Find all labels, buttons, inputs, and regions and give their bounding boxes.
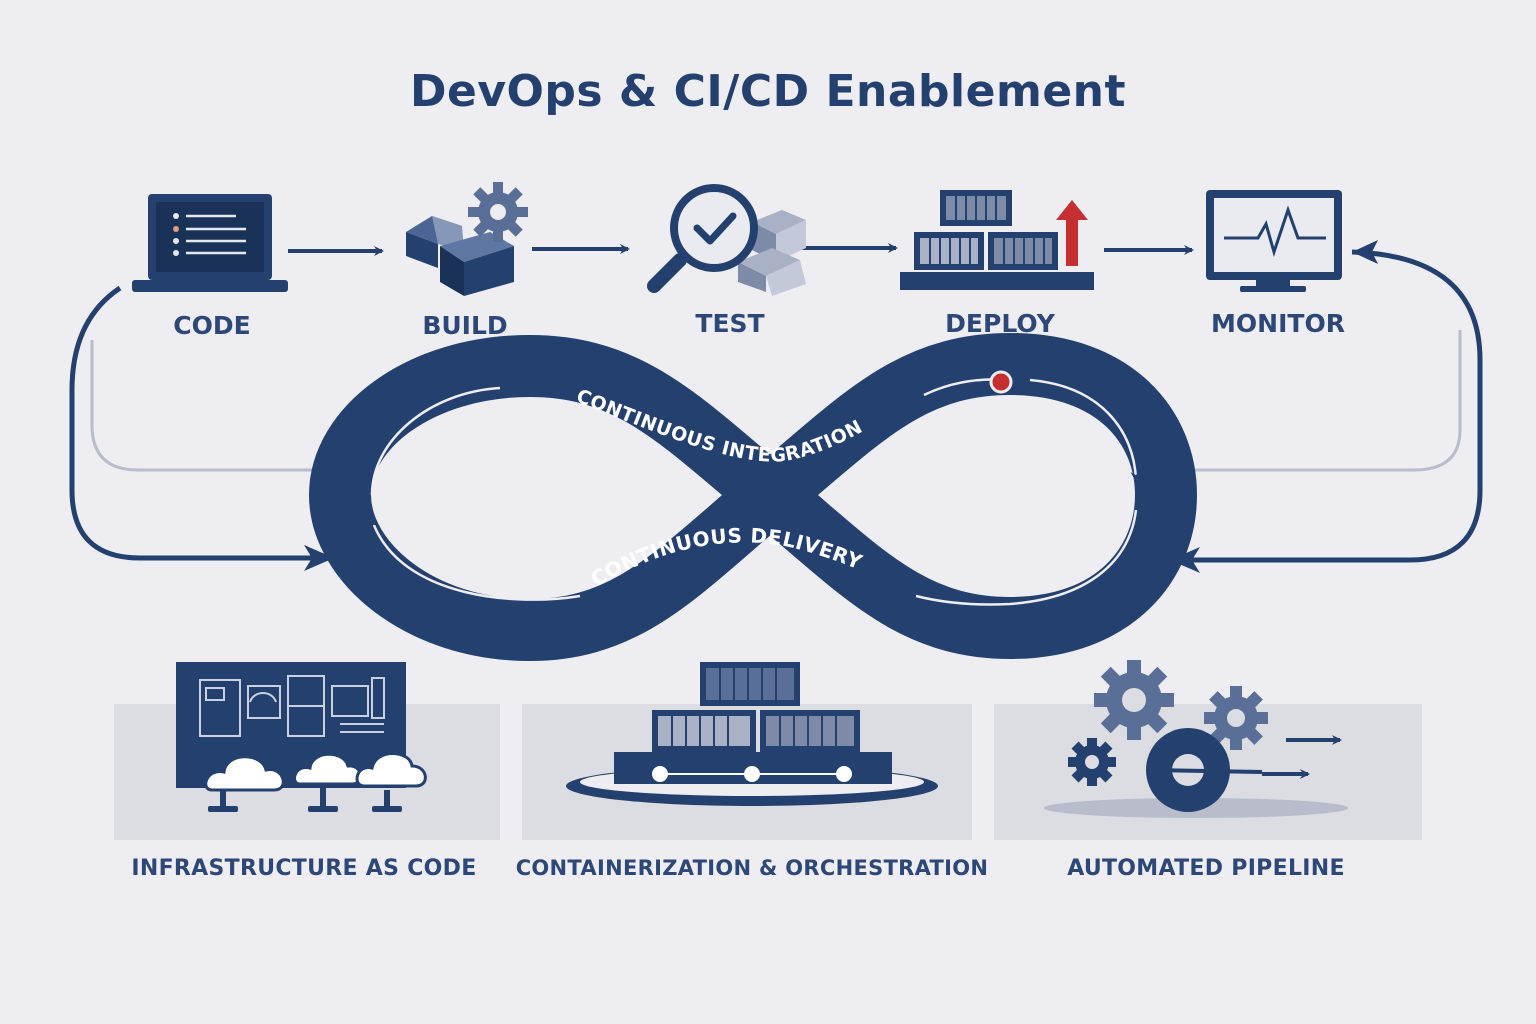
magnifier-check-icon: [647, 184, 806, 296]
capability-label-iac: INFRASTRUCTURE AS CODE: [131, 856, 477, 881]
stage-arrows: [288, 243, 1194, 256]
stage-label-monitor: MONITOR: [1211, 309, 1345, 338]
feedback-arrows: [69, 240, 1483, 573]
laptop-icon: [132, 194, 288, 292]
capability-label-containers: CONTAINERIZATION & ORCHESTRATION: [515, 856, 989, 880]
build-blocks-icon: [406, 182, 528, 296]
container-ship-icon: [566, 662, 938, 806]
stage-label-test: TEST: [695, 309, 765, 338]
infinity-loop: CONTINUOUS INTEGRATION CONTINUOUS DELIVE…: [309, 333, 1197, 661]
stage-label-deploy: DEPLOY: [945, 309, 1055, 338]
monitor-heartbeat-icon: [1206, 190, 1342, 292]
gears-pipeline-icon: [1044, 660, 1348, 818]
stage-label-code: CODE: [173, 311, 251, 340]
deploy-containers-icon: [900, 190, 1094, 290]
capability-label-pipeline: AUTOMATED PIPELINE: [1067, 856, 1345, 881]
page-title: DevOps & CI/CD Enablement: [409, 66, 1127, 117]
stage-label-build: BUILD: [422, 311, 508, 340]
blueprint-clouds-icon: [176, 662, 427, 812]
